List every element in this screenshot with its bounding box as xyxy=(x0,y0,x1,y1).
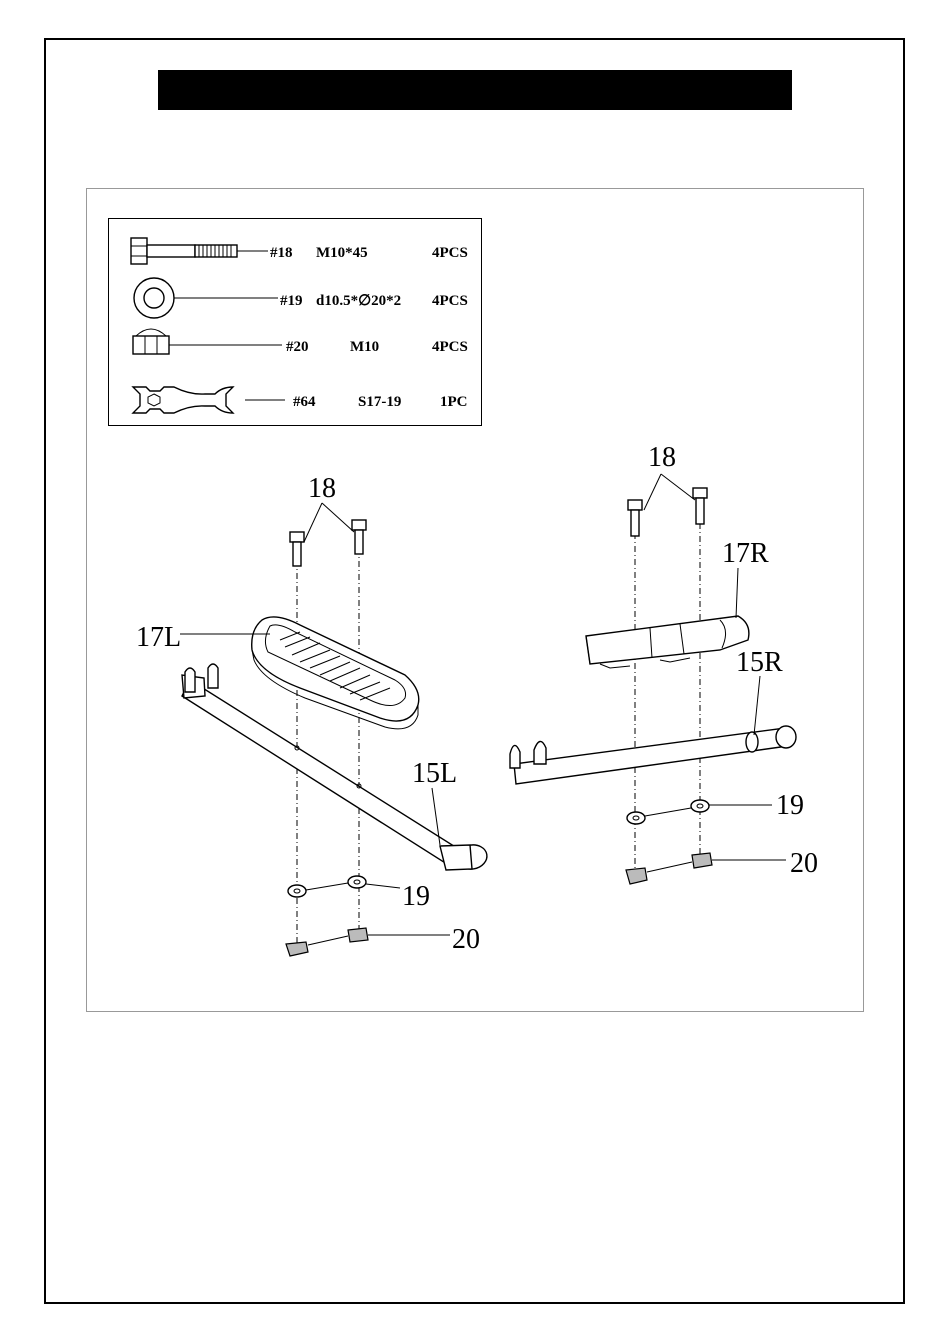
part-qty: 4PCS xyxy=(432,339,468,355)
bolt-icon xyxy=(131,238,237,264)
hardware-row-20: #20 M10 4PCS xyxy=(286,339,468,355)
part-number: #19 xyxy=(280,293,303,309)
part-qty: 4PCS xyxy=(432,245,468,261)
callout-18-right: 18 xyxy=(648,442,676,473)
callout-20-right: 20 xyxy=(790,848,818,879)
leader-line xyxy=(644,474,661,510)
part-size: S17-19 xyxy=(358,394,401,410)
leader-line xyxy=(308,936,348,945)
washer-right-a xyxy=(627,812,645,824)
part-size: M10*45 xyxy=(316,245,368,261)
nut-left-a xyxy=(286,942,308,956)
bolt-right-a xyxy=(628,500,642,536)
hardware-row-64: #64 S17-19 1PC xyxy=(293,394,468,410)
callout-18-left: 18 xyxy=(308,473,336,504)
part-size: M10 xyxy=(350,339,379,355)
callout-15r: 15R xyxy=(736,647,783,678)
pedal-17r xyxy=(586,616,749,668)
callout-19-left: 19 xyxy=(402,881,430,912)
part-number: #18 xyxy=(270,245,293,261)
nut-right-b xyxy=(692,853,712,868)
part-qty: 1PC xyxy=(440,394,468,410)
washer-left-b xyxy=(348,876,366,888)
bolt-right-b xyxy=(693,488,707,524)
washer-left-a xyxy=(288,885,306,897)
part-number: #20 xyxy=(286,339,309,355)
nut-icon xyxy=(133,329,169,354)
wrench-icon xyxy=(133,387,233,413)
part-qty: 4PCS xyxy=(432,293,468,309)
nut-right-a xyxy=(626,868,647,884)
callout-20-left: 20 xyxy=(452,924,480,955)
leader-line xyxy=(736,568,738,618)
part-size: d10.5*∅20*2 xyxy=(316,293,401,309)
leader-line xyxy=(304,503,322,542)
bolt-left-a xyxy=(290,532,304,566)
callout-17l: 17L xyxy=(136,622,181,653)
leader-line xyxy=(754,676,760,735)
leader-line xyxy=(661,474,695,500)
hardware-row-19: #19 d10.5*∅20*2 4PCS xyxy=(280,293,468,309)
callout-19-right: 19 xyxy=(776,790,804,821)
callout-17r: 17R xyxy=(722,538,769,569)
pedal-17l xyxy=(252,617,419,729)
bolt-left-b xyxy=(352,520,366,554)
leader-line xyxy=(366,884,400,888)
washer-icon xyxy=(134,278,174,318)
tube-15r xyxy=(510,726,796,784)
part-number: #64 xyxy=(293,394,316,410)
leader-line xyxy=(647,862,692,872)
washer-right-b xyxy=(691,800,709,812)
leader-line xyxy=(645,808,691,816)
leader-line xyxy=(322,503,354,532)
nut-left-b xyxy=(348,928,368,942)
callout-15l: 15L xyxy=(412,758,457,789)
leader-line xyxy=(306,883,348,890)
hardware-row-18: #18 M10*45 4PCS xyxy=(270,245,468,261)
